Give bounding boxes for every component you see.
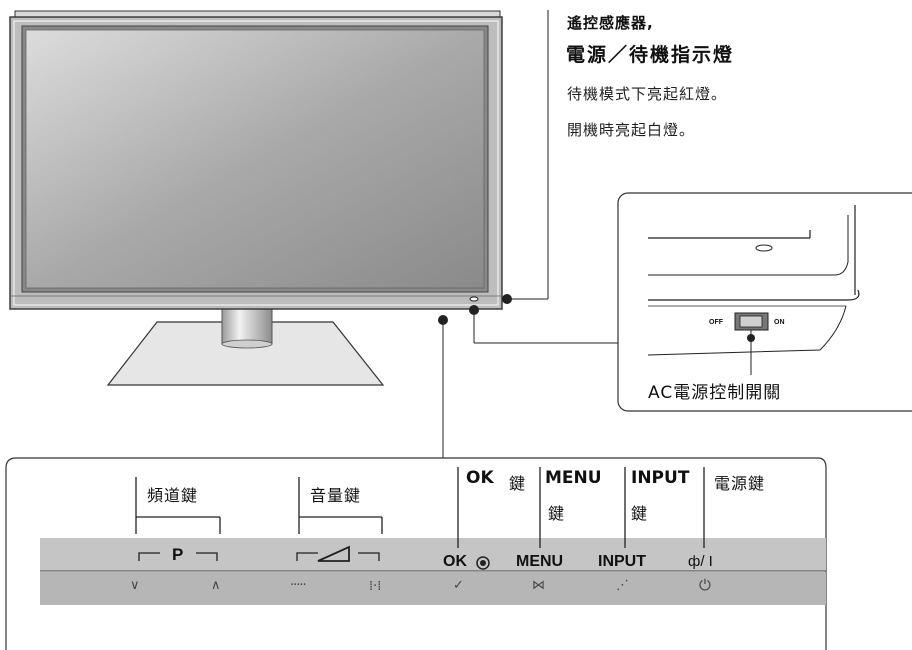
power-on-note: 開機時亮起白燈。 xyxy=(567,121,696,139)
button-strip-bottom xyxy=(40,572,826,605)
chevron-up-icon[interactable]: ∧ xyxy=(211,578,221,593)
channel-button-label[interactable]: P xyxy=(172,545,184,564)
ok-button-label[interactable]: OK xyxy=(443,553,467,570)
sensor-title: 遙控感應器, xyxy=(567,14,654,32)
chevron-down-icon[interactable]: ∨ xyxy=(130,578,140,593)
tv-stand-base xyxy=(106,321,385,386)
ac-on-label: ON xyxy=(774,319,785,326)
input-key-label-a: INPUT xyxy=(631,468,690,488)
tv-screen xyxy=(25,29,485,289)
ac-off-label: OFF xyxy=(709,319,723,326)
menu-button-label[interactable]: MENU xyxy=(516,553,564,570)
tv-indicator-led xyxy=(469,296,479,302)
ac-switch-label: AC電源控制開關 xyxy=(648,383,782,403)
ok-key-label-b: 鍵 xyxy=(509,474,527,493)
volume-triangle-icon xyxy=(317,545,350,562)
check-icon[interactable]: ✓ xyxy=(453,578,464,593)
tv-monitor xyxy=(9,10,503,386)
control-panel xyxy=(5,457,827,650)
power-icon[interactable]: ⏻ xyxy=(699,576,711,594)
ok-target-icon xyxy=(476,556,490,570)
ac-switch-inset xyxy=(617,192,912,412)
power-button-label[interactable]: ф/ I xyxy=(688,553,713,570)
channel-key-label: 頻道鍵 xyxy=(147,486,199,505)
panel-callout-dot xyxy=(438,315,448,325)
menu-key-label-b: 鍵 xyxy=(548,504,566,523)
input-button-label[interactable]: INPUT xyxy=(598,553,646,570)
power-indicator-title: 電源／待機指示燈 xyxy=(566,44,735,66)
tv-stand-neck xyxy=(221,305,273,345)
volume-key-label: 音量鍵 xyxy=(310,486,362,505)
sensor-callout-dot xyxy=(502,294,512,304)
standby-note: 待機模式下亮起紅燈。 xyxy=(567,85,728,103)
input-key-label-b: 鍵 xyxy=(631,504,649,523)
minus-dots-icon[interactable]: ····· xyxy=(290,578,307,593)
ok-key-label-a: OK xyxy=(466,468,494,488)
callout-lines xyxy=(442,10,618,458)
menu-dots-icon[interactable]: ⋈ xyxy=(532,578,545,593)
input-dots-icon[interactable]: ⋰ xyxy=(616,578,629,593)
plus-dots-icon[interactable]: ⁞·⁞ xyxy=(369,579,382,594)
menu-key-label-a: MENU xyxy=(545,468,602,488)
power-key-label: 電源鍵 xyxy=(714,474,766,493)
button-strip-top xyxy=(40,538,826,571)
ac-callout-dot xyxy=(469,305,479,315)
